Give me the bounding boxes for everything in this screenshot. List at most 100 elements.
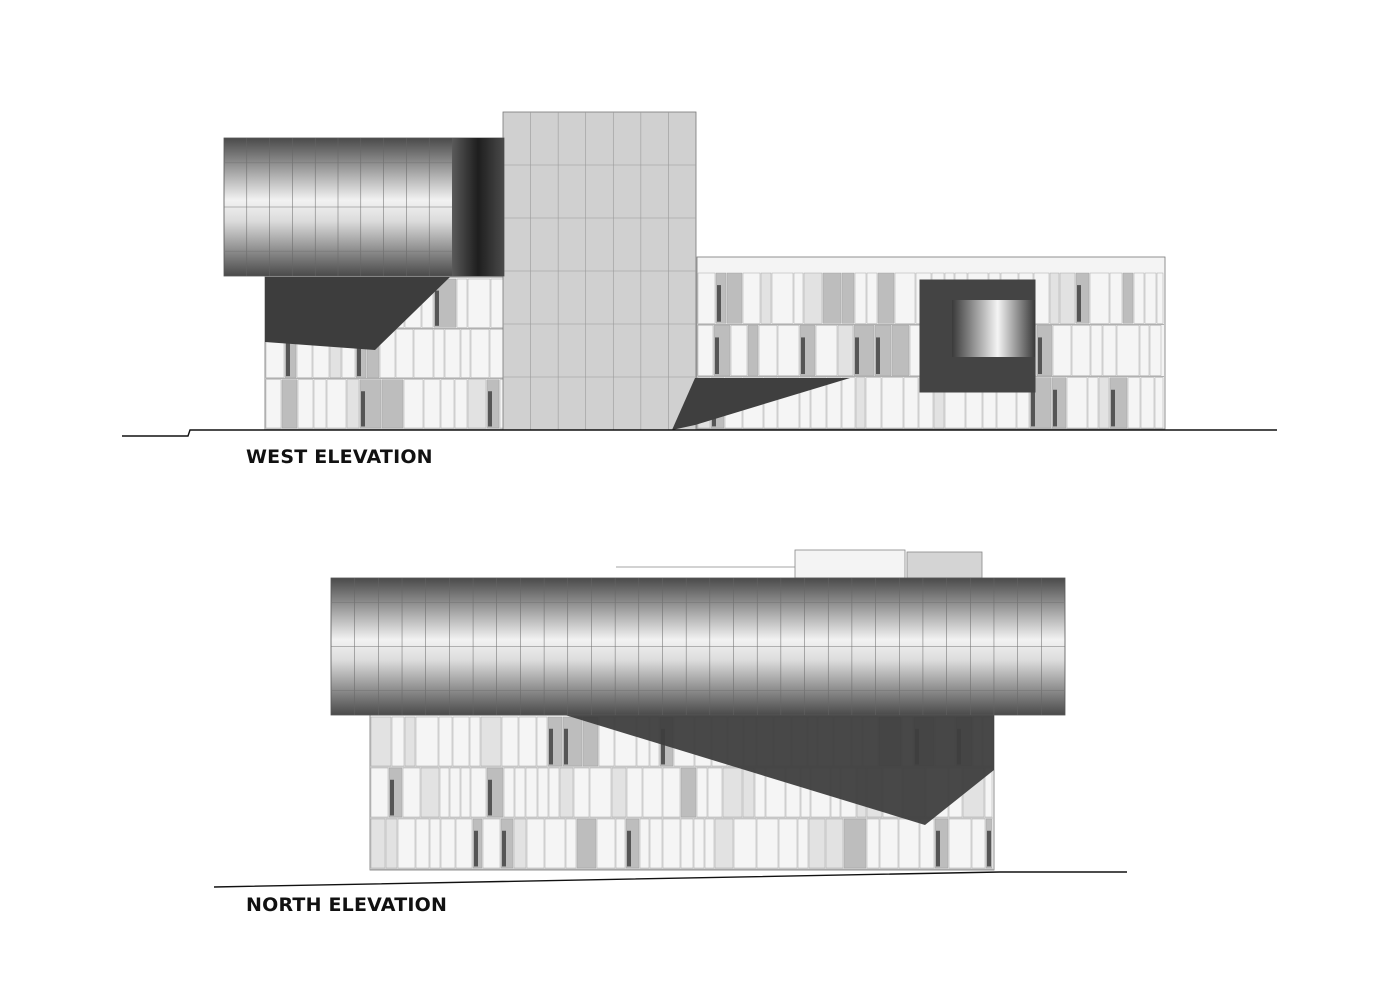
west-right-panel	[837, 325, 854, 376]
west-right-panel	[1033, 272, 1050, 324]
north-lower-panel	[415, 818, 430, 869]
west-right-panel	[1059, 272, 1076, 324]
west-right-panel	[1154, 377, 1164, 429]
north-lower-panel	[391, 716, 405, 767]
west-left-window	[286, 340, 290, 377]
west-right-panel	[747, 325, 759, 376]
west-left-panel	[413, 329, 434, 378]
west-right-panel	[891, 325, 910, 376]
west-left-panel	[281, 379, 298, 429]
west-elevation	[122, 111, 1277, 437]
west-left-panel	[403, 379, 424, 429]
west-right-panel	[1066, 377, 1088, 429]
west-right-panel	[822, 272, 842, 324]
north-lower-panel	[879, 818, 899, 869]
west-left-panel	[470, 329, 490, 378]
north-lower-panel	[514, 767, 526, 818]
north-roof-box-a	[794, 549, 906, 579]
west-left-panel	[346, 379, 360, 429]
north-lower-panel	[778, 818, 798, 869]
west-right-panel	[865, 377, 882, 429]
north-lower-panel	[482, 818, 501, 869]
west-right-panel	[1144, 272, 1157, 324]
west-right-panel	[1098, 377, 1110, 429]
west-right-panel	[1089, 272, 1110, 324]
west-right-panel	[1127, 377, 1141, 429]
west-right-panel	[760, 272, 772, 324]
north-lower-panel	[397, 818, 416, 869]
west-right-window	[1077, 285, 1081, 322]
west-left-window	[361, 391, 365, 427]
north-lower-panel	[611, 767, 627, 818]
north-lower-panel	[460, 767, 471, 818]
north-lower-panel	[693, 818, 705, 869]
west-right-window	[1111, 389, 1115, 427]
north-lower-panel	[573, 767, 590, 818]
north-lower-panel	[714, 818, 734, 869]
north-lower-panel	[919, 818, 935, 869]
west-right-panel	[726, 272, 743, 324]
west-left-panel	[381, 379, 404, 429]
north-lower-panel	[898, 818, 920, 869]
west-left-panel	[467, 379, 487, 429]
north-lower-panel	[808, 818, 826, 869]
west-right-panel	[758, 325, 778, 376]
north-lower-panel	[370, 767, 389, 818]
west-elevation-title: WEST ELEVATION	[246, 446, 433, 468]
west-left-panel	[440, 379, 455, 429]
west-right-panel	[1109, 272, 1123, 324]
west-left-panel	[460, 329, 471, 378]
north-lower-panel	[429, 818, 441, 869]
north-lower-panel	[469, 716, 481, 767]
north-lower-panel	[420, 767, 440, 818]
north-lower-panel	[866, 818, 880, 869]
west-cylinder-ribs	[224, 138, 452, 276]
west-right-panel	[866, 272, 878, 324]
west-right-panel	[730, 325, 748, 376]
north-lower-panel	[825, 818, 844, 869]
west-right-window	[715, 337, 719, 375]
north-lower-panel	[370, 716, 392, 767]
north-ground-line	[213, 871, 1127, 888]
west-right-window	[717, 285, 721, 322]
north-lower-panel	[639, 818, 650, 869]
west-right-panel	[799, 377, 811, 429]
west-right-panel	[697, 272, 716, 324]
north-lower-panel	[415, 716, 439, 767]
west-right-window	[1031, 389, 1035, 427]
west-left-panel	[359, 379, 382, 429]
west-small-cylinder	[952, 300, 1035, 357]
west-right-panel	[815, 325, 838, 376]
west-left-panel	[467, 278, 491, 328]
west-cylinder-end	[452, 138, 504, 276]
west-right-panel	[877, 272, 895, 324]
north-lower-panel	[402, 767, 421, 818]
north-lower-panel	[452, 716, 470, 767]
north-lower-panel	[439, 767, 450, 818]
north-lower-panel	[722, 767, 743, 818]
north-lower-panel	[440, 818, 456, 869]
north-lower-panel	[565, 818, 577, 869]
west-left-panel	[454, 379, 468, 429]
north-lower-window	[390, 779, 394, 816]
north-lower-panel	[548, 767, 560, 818]
north-roof-box-b	[906, 551, 983, 579]
north-lower-panel	[370, 818, 386, 869]
west-right-panel	[777, 325, 800, 376]
west-right-panel	[903, 377, 919, 429]
west-right-panel	[1140, 377, 1155, 429]
north-lower-panel	[526, 818, 545, 869]
north-lower-panel	[797, 818, 809, 869]
west-right-panel	[1122, 272, 1134, 324]
north-lower-panel	[680, 818, 694, 869]
west-right-panel	[803, 272, 823, 324]
north-lower-panel	[576, 818, 597, 869]
north-lower-panel	[662, 818, 681, 869]
north-lower-panel	[843, 818, 867, 869]
north-lower-panel	[615, 818, 626, 869]
north-lower-panel	[742, 767, 755, 818]
north-lower-panel	[662, 767, 681, 818]
west-right-window	[855, 337, 859, 375]
north-lower-window	[936, 830, 940, 867]
west-left-panel	[433, 329, 445, 378]
